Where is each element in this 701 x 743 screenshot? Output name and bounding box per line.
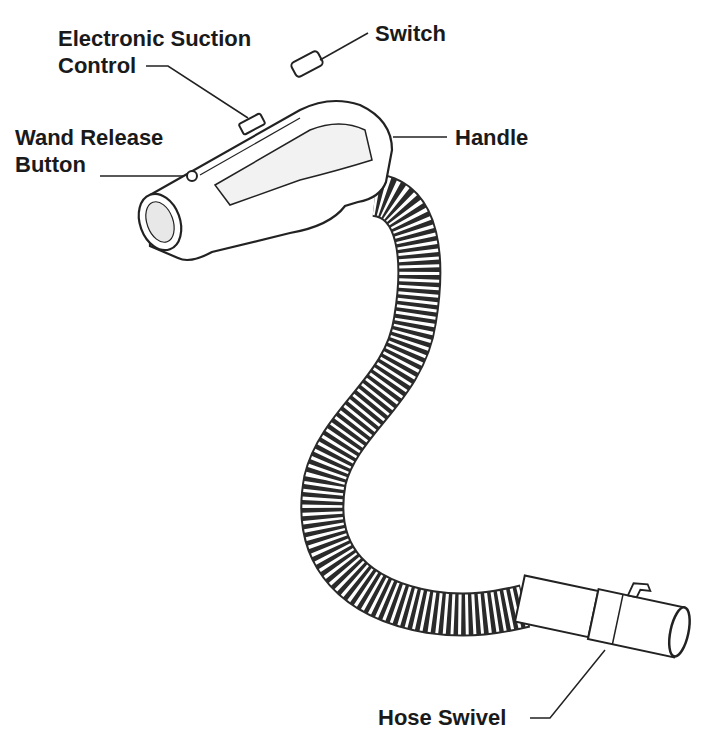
leader-line [320, 33, 368, 60]
part-label: Electronic Suction Control [58, 25, 293, 79]
part-label: Hose Swivel [378, 704, 528, 731]
leader-line [530, 650, 605, 718]
leader-line [100, 175, 184, 177]
swivel-collar [515, 576, 598, 638]
leader-line [393, 136, 447, 138]
part-label: Switch [375, 20, 485, 47]
suction-control-slider [239, 113, 266, 135]
handle-grip [215, 124, 372, 205]
swivel-ring [612, 594, 623, 644]
leader-line [146, 66, 248, 118]
wand-opening [131, 188, 188, 256]
hose-swivel [515, 559, 697, 659]
part-label: Wand Release Button [15, 124, 185, 178]
switch-symbol [290, 50, 324, 78]
hose-body [322, 195, 525, 614]
part-label: Handle [455, 124, 565, 151]
wand-release-nub [187, 171, 197, 181]
swivel-clip [628, 581, 652, 600]
handle-body [150, 101, 392, 260]
swivel-end [665, 606, 693, 659]
hose-ribs [322, 195, 525, 614]
wand-opening-inner [141, 198, 180, 246]
